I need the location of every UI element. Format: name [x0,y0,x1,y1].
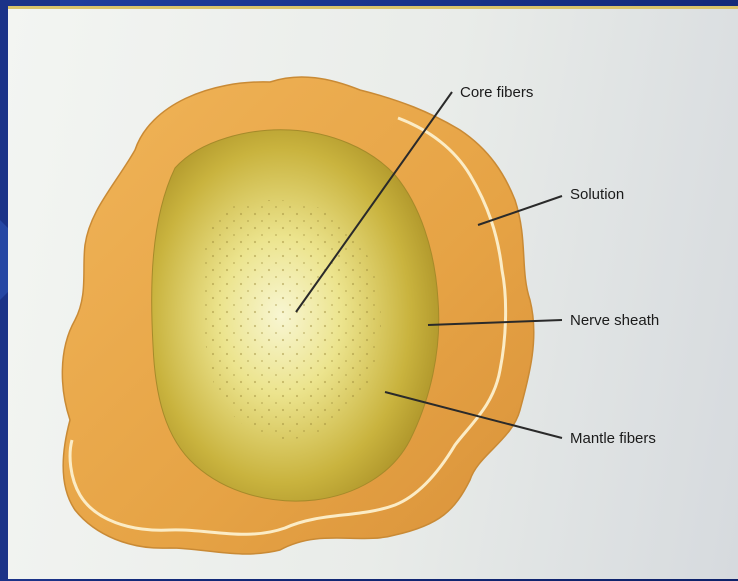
nerve-sheath-label: Nerve sheath [570,312,659,329]
mantle-fibers-label: Mantle fibers [570,430,656,447]
core-fibers-label: Core fibers [460,84,533,101]
core-fibers-texture [201,200,381,439]
solution-label: Solution [570,186,624,203]
